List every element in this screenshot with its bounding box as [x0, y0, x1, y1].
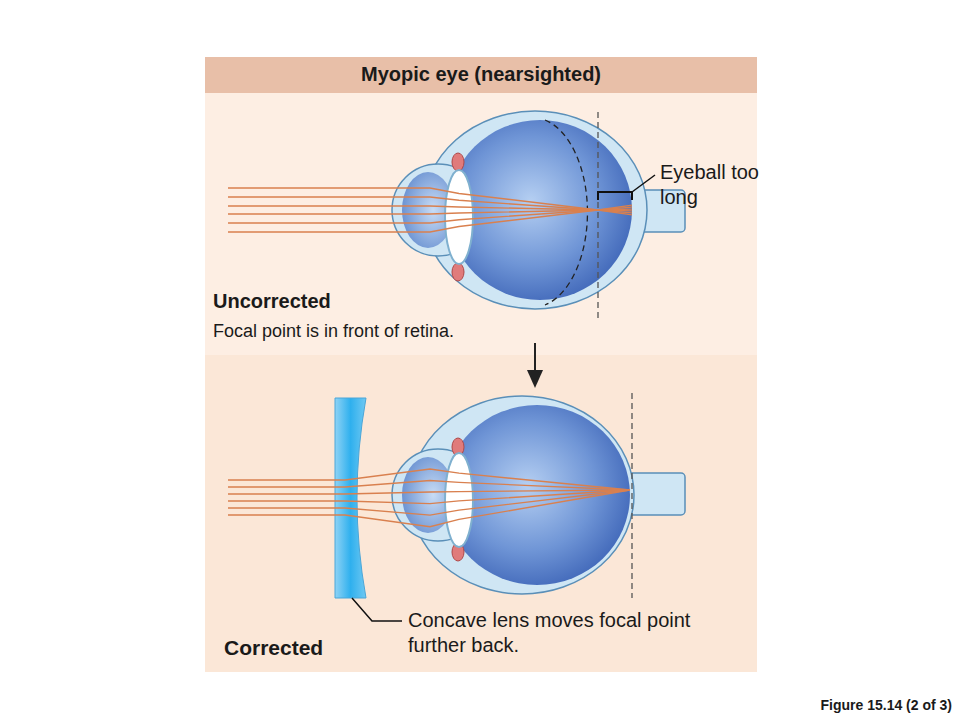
figure-caption: Figure 15.14 (2 of 3) — [760, 697, 952, 715]
light-ray — [228, 490, 630, 515]
light-ray — [228, 481, 630, 491]
light-ray — [228, 469, 630, 490]
concave-lens — [335, 398, 366, 598]
panel-note: Focal point is in front of retina. — [213, 320, 613, 343]
callout-label: Concave lens moves focal point further b… — [408, 608, 718, 658]
panel-heading: Uncorrected — [213, 289, 513, 314]
title: Myopic eye (nearsighted) — [205, 62, 757, 87]
down-arrow — [534, 343, 536, 380]
callout-label: Eyeball too long — [660, 160, 760, 210]
title-band — [205, 57, 757, 93]
corrected-panel — [205, 355, 757, 672]
light-ray — [228, 490, 630, 527]
light-ray — [228, 207, 632, 223]
light-ray — [228, 188, 632, 215]
corrected-eye — [228, 393, 685, 621]
light-ray — [228, 205, 632, 232]
uncorrected-panel — [205, 93, 757, 355]
panel-heading: Corrected — [224, 635, 384, 661]
